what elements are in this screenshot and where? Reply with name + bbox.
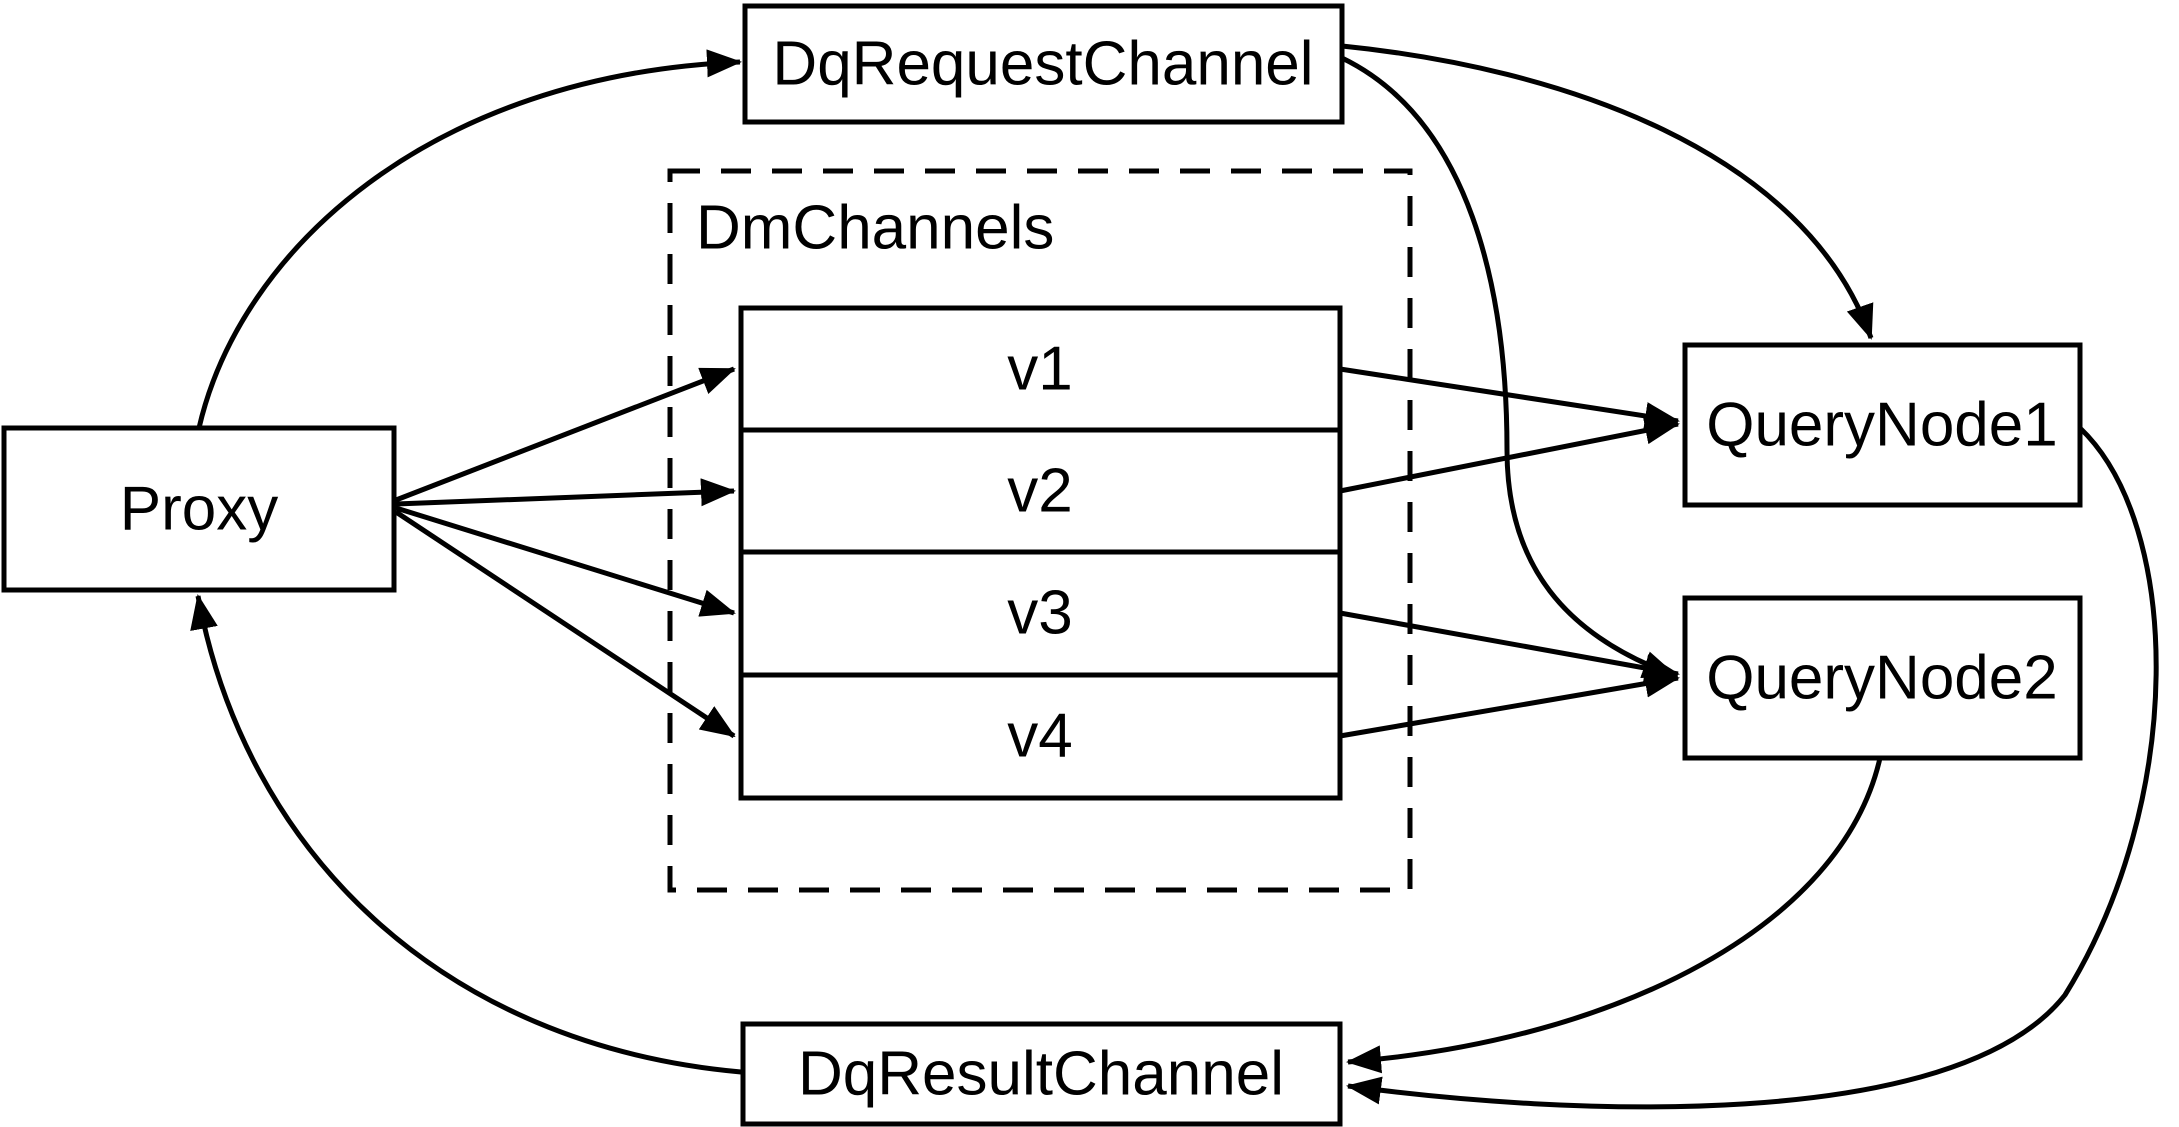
dq-request-channel-label: DqRequestChannel — [772, 30, 1313, 99]
proxy-node-label: Proxy — [120, 475, 278, 544]
edge-querynode1-to-dqresultchannel — [1346, 426, 2159, 1110]
dm-channels-group: DmChannels — [667, 168, 1413, 893]
dq-result-channel-label: DqResultChannel — [798, 1040, 1284, 1109]
channel-v1-node — [738, 305, 1343, 433]
channel-v2-label: v2 — [1007, 457, 1072, 526]
edge-proxy-to-v1 — [395, 366, 736, 503]
edge-proxy-to-v4 — [394, 509, 736, 739]
edge-dqresultchannel-to-proxy — [190, 594, 742, 1075]
dq-request-channel-node: DqRequestChannel — [742, 3, 1345, 125]
channel-v4-label: v4 — [1007, 702, 1072, 771]
dm-channels-group-label: DmChannels — [696, 194, 1054, 263]
channel-v3-node — [738, 549, 1343, 678]
edge-proxy-to-v3 — [395, 505, 736, 617]
dq-result-channel-box — [740, 1021, 1343, 1127]
edge-v3-to-querynode2 — [1339, 610, 1680, 682]
proxy-node-box — [1, 425, 397, 593]
edge-proxy-to-v2 — [395, 478, 736, 507]
query-node1-box — [1682, 342, 2083, 508]
query-node2-label: QueryNode2 — [1706, 644, 2058, 713]
channel-stack: v1 v2 v3 v4 — [738, 305, 1343, 801]
channel-v1-label: v1 — [1007, 335, 1072, 404]
dm-channels-group-border — [667, 168, 1413, 893]
edge-dqrequestchannel-to-querynode1 — [1341, 43, 1874, 340]
dq-result-channel-node: DqResultChannel — [740, 1021, 1343, 1127]
query-node1-label: QueryNode1 — [1706, 391, 2058, 460]
channel-v4-node — [738, 672, 1343, 801]
edge-dqrequestchannel-to-querynode2 — [1340, 55, 1678, 679]
edge-querynode2-to-dqresultchannel — [1346, 757, 1883, 1074]
proxy-node: Proxy — [1, 425, 397, 593]
channel-v3-label: v3 — [1007, 579, 1072, 648]
edge-proxy-to-dqrequestchannel — [196, 49, 742, 429]
dq-request-channel-box — [742, 3, 1345, 125]
query-node2-box — [1682, 595, 2083, 761]
query-node1: QueryNode1 — [1682, 342, 2083, 508]
query-node2: QueryNode2 — [1682, 595, 2083, 761]
edge-v4-to-querynode2 — [1339, 669, 1680, 739]
edge-v1-to-querynode1 — [1339, 366, 1680, 430]
